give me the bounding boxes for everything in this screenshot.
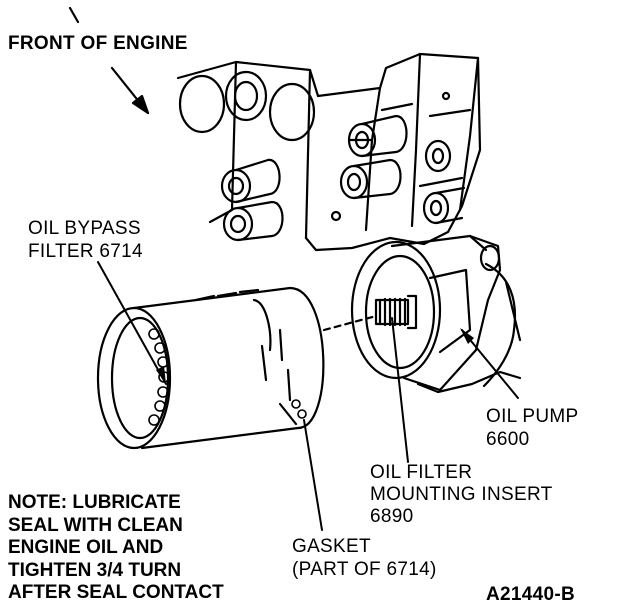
figure-id: A21440-B bbox=[486, 584, 576, 605]
threaded-nipple bbox=[322, 294, 418, 332]
filter-leader-arrowhead bbox=[156, 366, 166, 384]
leader-lines bbox=[97, 261, 519, 531]
front-of-engine-label: FRONT OF ENGINE bbox=[8, 33, 188, 54]
oil-pump-label-line1: OIL PUMP bbox=[486, 406, 579, 427]
note-line-1: NOTE: LUBRICATE bbox=[8, 492, 181, 513]
gasket-label-line1: GASKET bbox=[292, 536, 371, 557]
note-line-2: SEAL WITH CLEAN bbox=[8, 514, 183, 536]
oil-bypass-filter-label-line1: OIL BYPASS bbox=[28, 218, 141, 239]
note-line-5: AFTER SEAL CONTACT bbox=[8, 582, 224, 603]
note-line-4: TIGHTEN 3/4 TURN bbox=[8, 559, 182, 581]
gasket-label-line2: (PART OF 6714) bbox=[292, 559, 437, 580]
front-direction-arrow bbox=[68, 6, 150, 115]
oil-bypass-filter-label-line2: FILTER 6714 bbox=[28, 241, 143, 262]
mounting-insert-label-line2: MOUNTING INSERT bbox=[370, 484, 553, 505]
lubrication-note: NOTE: LUBRICATE SEAL WITH CLEAN ENGINE O… bbox=[8, 492, 224, 605]
pump-leader-arrowhead bbox=[460, 328, 474, 344]
oil-pump-label-line2: 6600 bbox=[486, 429, 530, 450]
filter-gasket-bands bbox=[148, 328, 307, 426]
oil-filter bbox=[96, 286, 325, 450]
mounting-insert-label-line3: 6890 bbox=[370, 506, 414, 527]
mounting-insert-label-line1: OIL FILTER bbox=[370, 462, 473, 483]
engine-bores bbox=[178, 70, 466, 242]
note-line-3: ENGINE OIL AND bbox=[8, 537, 164, 558]
